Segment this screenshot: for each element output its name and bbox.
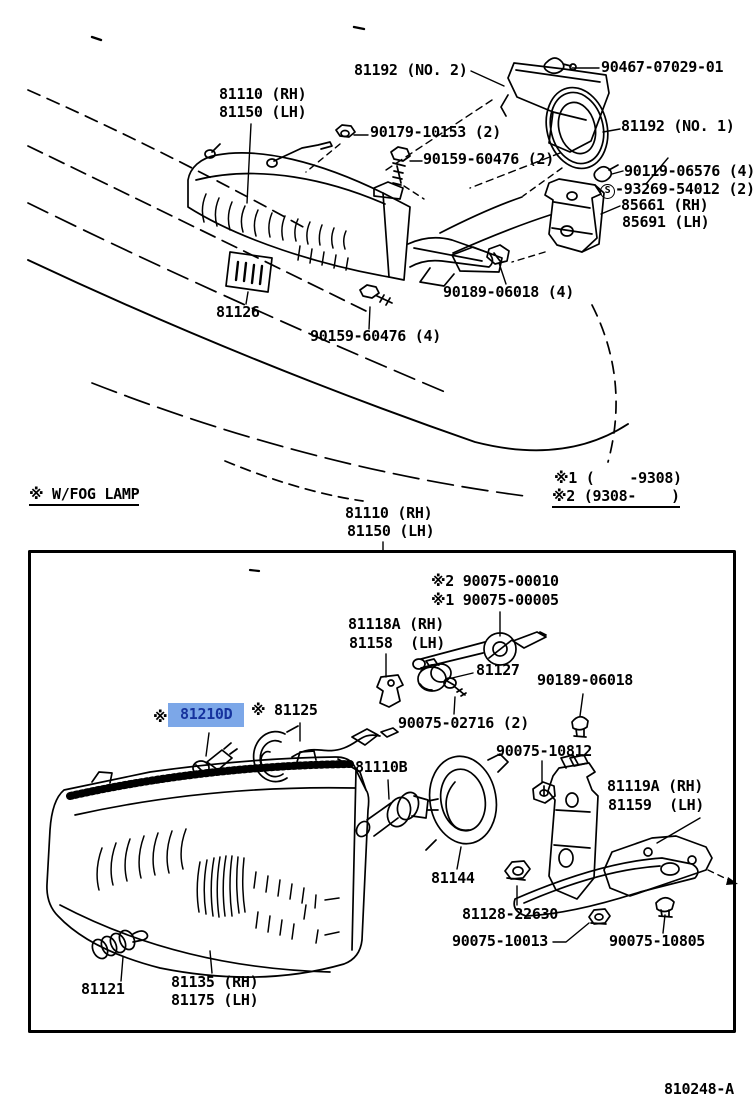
callout-81121[interactable]: 81121 [81,980,125,998]
callout-81210d[interactable]: 81210D [168,703,245,727]
callout-81110-rh[interactable]: 81110 (RH) [219,85,307,103]
callout-90075-10805[interactable]: 90075-10805 [609,932,706,950]
callout-81210d-star: ※ [153,708,168,726]
note-with-fog-lamp: ※ W/FOG LAMP [29,485,140,506]
body-lines [27,25,629,502]
box-title-line1: 81110 (RH) [345,504,433,522]
callout-81144[interactable]: 81144 [431,869,475,887]
small-parts-bottom [91,631,713,960]
note-range-1: ※1 ( -9308) [554,469,682,487]
leader-lines-top [245,67,669,552]
callout-81150-lh[interactable]: 81150 (LH) [219,103,307,121]
callout-81125[interactable]: ※ 81125 [251,701,318,719]
callout-81159-lh[interactable]: 81159 (LH) [608,796,705,814]
callout-85691-lh[interactable]: 85691 (LH) [622,213,710,231]
callout-81118a-rh[interactable]: 81118A (RH) [348,615,445,633]
callout-85661-rh[interactable]: 85661 (RH) [621,196,709,214]
callout-81192-no1[interactable]: 81192 (NO. 1) [621,117,735,135]
callout-90159-60476-4[interactable]: 90159-60476 (4) [310,327,441,345]
note-range-2-text: ※2 (9308- ) [552,487,680,508]
leader-lines-bottom [120,611,738,982]
callout-81126[interactable]: 81126 [216,303,260,321]
callout-90159-60476-2[interactable]: 90159-60476 (2) [423,150,554,168]
detail-box-border [28,550,736,1033]
note-range-2: ※2 (9308- ) [552,487,680,508]
callout-81192-no2[interactable]: 81192 (NO. 2) [354,61,468,79]
callout-81119a-rh[interactable]: 81119A (RH) [607,777,704,795]
callout-90075-10812[interactable]: 90075-10812 [496,742,593,760]
note-with-fog-lamp-text: ※ W/FOG LAMP [29,485,140,506]
callout-90075-10013[interactable]: 90075-10013 [452,932,549,950]
callout-90179-10153[interactable]: 90179-10153 (2) [370,123,501,141]
headlamp-bottom-drawing [46,750,370,978]
callout-81158-lh[interactable]: 81158 (LH) [349,634,446,652]
callout-81127[interactable]: 81127 [476,661,520,679]
callout-81128-22630[interactable]: 81128-22630 [462,905,559,923]
callout-90189-06018-4[interactable]: 90189-06018 (4) [443,283,574,301]
callout-93269-54012[interactable]: S-93269-54012 (2) [600,181,755,199]
callout-81135-rh[interactable]: 81135 (RH) [171,973,259,991]
callout-90075-00010[interactable]: ※2 90075-00010 [431,572,559,590]
headlamp-top-drawing [187,141,503,287]
callout-81110b[interactable]: 81110B [355,758,408,776]
callout-93269-54012-text: -93269-54012 (2) [615,180,755,198]
callout-90075-02716[interactable]: 90075-02716 (2) [398,714,529,732]
circled-s-mark: S [600,184,615,199]
small-parts-top [225,57,619,306]
box-title-line2: 81150 (LH) [347,522,435,540]
callout-90075-00005[interactable]: ※1 90075-00005 [431,591,559,609]
callout-81175-lh[interactable]: 81175 (LH) [171,991,259,1009]
callout-90467-07029-01[interactable]: 90467-07029-01 [601,58,724,76]
callout-90189-06018[interactable]: 90189-06018 [537,671,634,689]
diagram-code: 810248-A [664,1080,734,1098]
callout-90119-06576[interactable]: 90119-06576 (4) [624,162,755,180]
